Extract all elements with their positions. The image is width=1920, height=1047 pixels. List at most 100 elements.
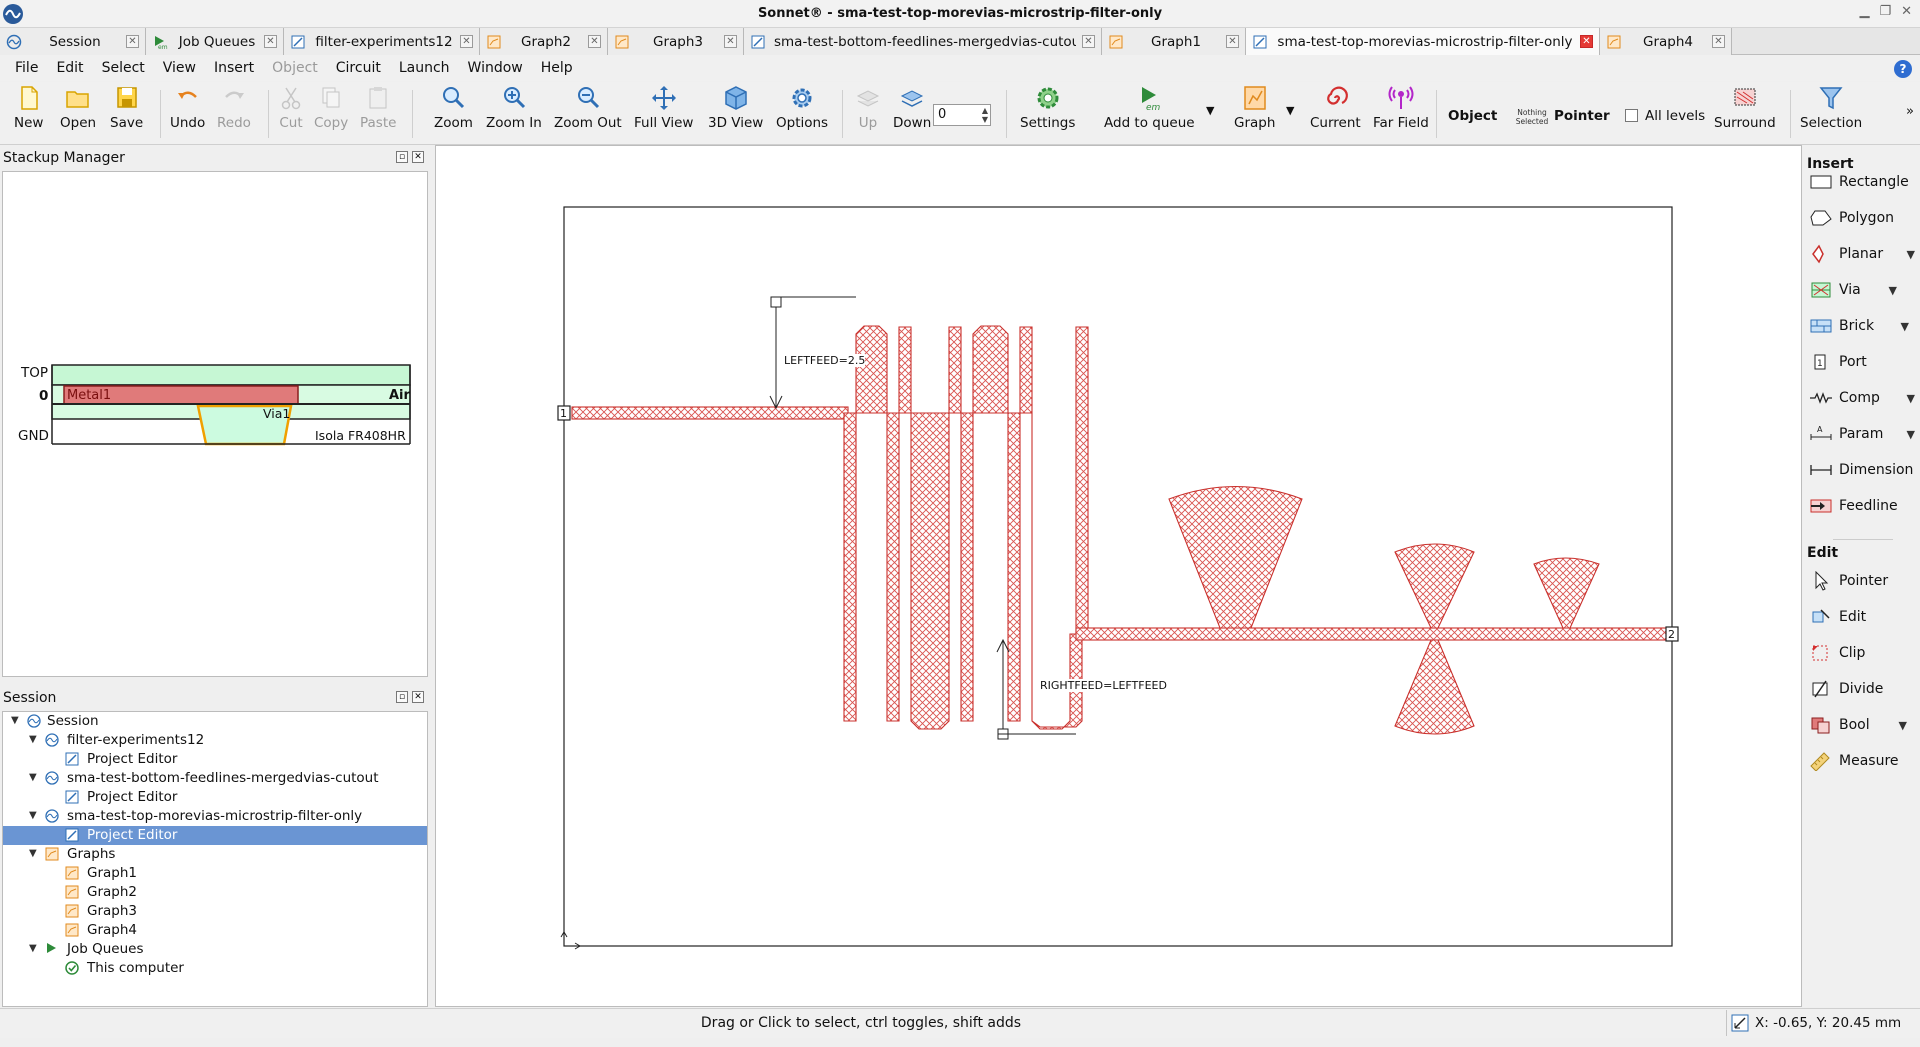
insert-feedline-button[interactable]: Feedline [1809,493,1917,519]
cut-button[interactable]: Cut [277,84,305,131]
paste-button[interactable]: Paste [360,84,396,131]
tree-item-session[interactable]: ▼ Session [11,713,99,729]
graph-button[interactable]: Graph [1234,84,1275,131]
insert-comp-button[interactable]: Comp ▼ [1809,385,1917,411]
zoom-button[interactable]: Zoom [434,84,473,131]
far-field-button[interactable]: Far Field [1373,84,1429,131]
tab-close-icon[interactable]: ✕ [264,35,277,48]
edit-bool-button[interactable]: Bool ▼ [1809,712,1917,738]
tab-close-icon[interactable]: ✕ [724,35,737,48]
insert-polygon-button[interactable]: Polygon [1809,205,1917,231]
edit-clip-button[interactable]: Clip [1809,640,1917,666]
tab-close-icon[interactable]: ✕ [1580,35,1593,48]
help-icon[interactable]: ? [1894,60,1912,78]
tab-close-icon[interactable]: ✕ [1712,35,1725,48]
chevron-down-icon[interactable]: ▼ [1898,718,1907,732]
full-view-button[interactable]: Full View [634,84,693,131]
redo-button[interactable]: Redo [217,84,251,131]
edit-measure-button[interactable]: Measure [1809,748,1917,774]
tab-graph4[interactable]: Graph4 ✕ [1600,28,1732,55]
microstrip-metal[interactable] [571,325,1669,735]
menu-circuit[interactable]: Circuit [335,60,381,76]
options-button[interactable]: Options [776,84,828,131]
selection-filter-button[interactable]: Selection [1800,84,1862,131]
expand-arrow-icon[interactable]: ▼ [29,848,37,859]
3d-view-button[interactable]: 3D View [708,84,763,131]
zoom-out-button[interactable]: Zoom Out [554,84,622,131]
insert-param-button[interactable]: A Param ▼ [1809,421,1917,447]
circuit-drawing[interactable] [436,146,1801,1006]
close-panel-icon[interactable]: ✕ [412,691,424,703]
tab-sma-test-top[interactable]: sma-test-top-morevias-microstrip-filter-… [1246,28,1600,55]
zoom-in-button[interactable]: Zoom In [486,84,542,131]
tree-item-project-editor-selected[interactable]: Project Editor [3,826,427,845]
layout-canvas[interactable]: 1 2 LEFTFEED=2.5 RIGHTFEED=LEFTFEED [435,145,1802,1007]
rightfeed-label[interactable]: RIGHTFEED=LEFTFEED [1040,679,1167,692]
toolbar-overflow-icon[interactable]: » [1906,104,1914,119]
add-to-queue-button[interactable]: em Add to queue [1104,84,1195,131]
radial-stub-2-top[interactable] [1394,543,1475,629]
float-panel-icon[interactable]: ▫ [396,151,408,163]
tab-session[interactable]: Session ✕ [0,28,146,55]
graph-dropdown-icon[interactable]: ▼ [1286,104,1295,117]
radial-stub-2-bottom[interactable] [1394,639,1475,735]
tree-item-project[interactable]: ▼ filter-experiments12 [29,732,205,748]
expand-arrow-icon[interactable]: ▼ [29,734,37,745]
tree-item-graphs[interactable]: ▼ Graphs [29,846,116,862]
open-button[interactable]: Open [60,84,96,131]
tree-item-graph[interactable]: Graph3 [3,902,427,921]
leftfeed-label[interactable]: LEFTFEED=2.5 [784,354,866,367]
edit-divide-button[interactable]: Divide [1809,676,1917,702]
menu-edit[interactable]: Edit [56,60,84,76]
tab-graph1[interactable]: Graph1 ✕ [1102,28,1246,55]
chevron-down-icon[interactable]: ▼ [1888,283,1897,297]
current-button[interactable]: Current [1310,84,1361,131]
insert-port-button[interactable]: 1 Port [1809,349,1917,375]
surround-button[interactable]: Surround [1714,84,1776,131]
tree-item-graph[interactable]: Graph2 [3,883,427,902]
tree-item-this-computer[interactable]: This computer [3,959,427,978]
expand-arrow-icon[interactable]: ▼ [29,943,37,954]
insert-rectangle-button[interactable]: Rectangle [1809,169,1917,195]
tab-close-icon[interactable]: ✕ [1226,35,1239,48]
settings-button[interactable]: Settings [1020,84,1075,131]
level-down-button[interactable]: Down [893,84,931,131]
tab-close-icon[interactable]: ✕ [588,35,601,48]
menu-file[interactable]: File [15,60,39,76]
undo-button[interactable]: Undo [170,84,205,131]
level-up-button[interactable]: Up [854,84,882,131]
port-1-marker[interactable] [557,405,571,421]
menu-help[interactable]: Help [540,60,573,76]
all-levels-checkbox[interactable] [1625,109,1638,122]
tab-graph2[interactable]: Graph2 ✕ [480,28,608,55]
rightfeed-dimension[interactable] [996,638,1076,740]
float-panel-icon[interactable]: ▫ [396,691,408,703]
tab-job-queues[interactable]: em Job Queues ✕ [146,28,284,55]
insert-dimension-button[interactable]: Dimension [1809,457,1917,483]
menu-view[interactable]: View [162,60,196,76]
radial-stub-1[interactable] [1168,485,1303,629]
edit-edit-button[interactable]: Edit [1809,604,1917,630]
tree-item-graph[interactable]: Graph1 [3,864,427,883]
tree-item-project-editor[interactable]: Project Editor [3,788,427,807]
chevron-down-icon[interactable]: ▼ [1906,391,1915,405]
insert-planar-button[interactable]: Planar ▼ [1809,241,1917,267]
radial-stub-3[interactable] [1533,557,1600,629]
restore-icon[interactable]: ❐ [1879,4,1892,19]
chevron-down-icon[interactable]: ▼ [1900,319,1909,333]
level-spinbox[interactable]: 0 ▲▼ [933,104,991,126]
tree-item-project-editor[interactable]: Project Editor [3,750,427,769]
save-button[interactable]: Save [110,84,143,131]
box-boundary[interactable] [563,206,1673,947]
expand-arrow-icon[interactable]: ▼ [29,810,37,821]
tree-item-job-queues[interactable]: ▼ Job Queues [29,941,144,957]
tab-sma-test-bottom[interactable]: sma-test-bottom-feedlines-mergedvias-cut… [744,28,1102,55]
copy-button[interactable]: Copy [314,84,348,131]
tab-graph3[interactable]: Graph3 ✕ [608,28,744,55]
close-icon[interactable]: ✕ [1901,4,1912,19]
menu-select[interactable]: Select [101,60,145,76]
tab-close-icon[interactable]: ✕ [1082,35,1095,48]
menu-insert[interactable]: Insert [214,60,255,76]
tree-item-project[interactable]: ▼ sma-test-top-morevias-microstrip-filte… [29,808,363,824]
minimize-icon[interactable]: ▁ [1859,4,1870,19]
